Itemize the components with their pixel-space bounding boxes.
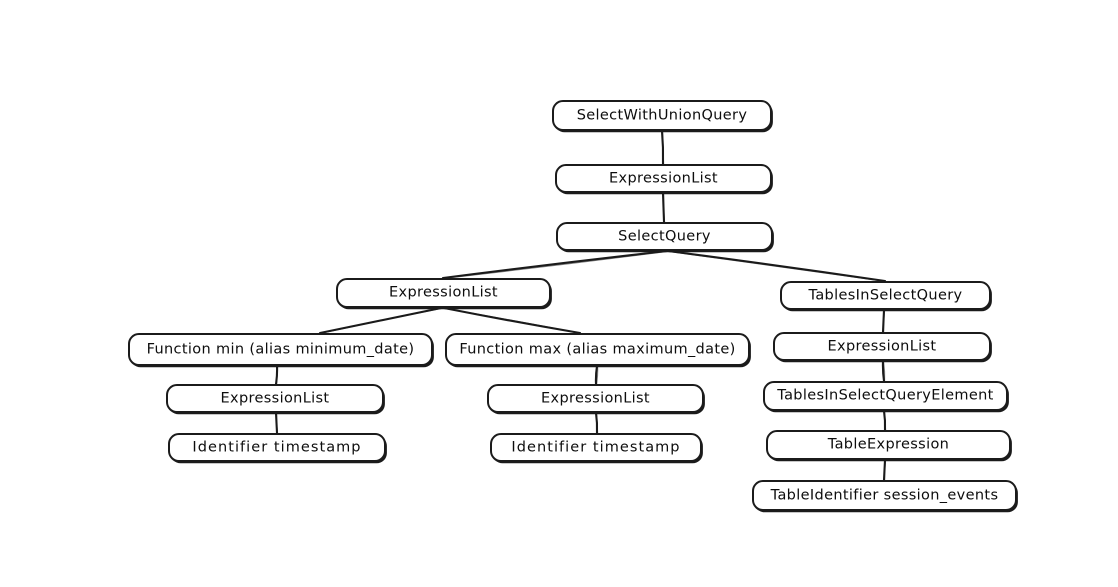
ast-node-label: SelectWithUnionQuery (576, 107, 748, 123)
ast-node-label: ExpressionList (827, 338, 937, 354)
ast-node-label: ExpressionList (389, 284, 498, 301)
ast-node-label: ExpressionList (220, 390, 330, 406)
ast-node[interactable]: TableIdentifier session_events (752, 480, 1017, 511)
ast-node[interactable]: ExpressionList (336, 278, 551, 308)
ast-node[interactable]: SelectWithUnionQuery (552, 100, 772, 131)
ast-node[interactable]: Function max (alias maximum_date) (445, 333, 750, 366)
ast-node-label: TableExpression (827, 436, 950, 453)
ast-node-label: TablesInSelectQueryElement (777, 387, 994, 404)
ast-node[interactable]: TableExpression (766, 430, 1011, 460)
ast-node-label: TablesInSelectQuery (808, 287, 963, 303)
ast-node-label: Identifier timestamp (511, 439, 681, 455)
ast-node-label: Identifier timestamp (192, 439, 362, 455)
ast-node[interactable]: ExpressionList (773, 332, 991, 361)
ast-node-label: ExpressionList (541, 390, 650, 406)
ast-node[interactable]: TablesInSelectQueryElement (763, 381, 1008, 411)
ast-node-label: TableIdentifier session_events (770, 487, 999, 503)
ast-node[interactable]: Function min (alias minimum_date) (128, 333, 433, 366)
ast-node[interactable]: SelectQuery (556, 222, 773, 251)
ast-node[interactable]: ExpressionList (487, 384, 704, 413)
ast-node[interactable]: Identifier timestamp (490, 433, 702, 462)
ast-node[interactable]: ExpressionList (166, 384, 384, 413)
ast-node-label: Function max (alias maximum_date) (459, 341, 736, 357)
ast-node[interactable]: TablesInSelectQuery (780, 281, 991, 310)
ast-node-label: SelectQuery (618, 228, 711, 244)
ast-node[interactable]: ExpressionList (555, 164, 772, 193)
ast-node-label: ExpressionList (609, 170, 718, 186)
ast-node-label: Function min (alias minimum_date) (146, 341, 415, 357)
ast-node[interactable]: Identifier timestamp (168, 433, 386, 462)
